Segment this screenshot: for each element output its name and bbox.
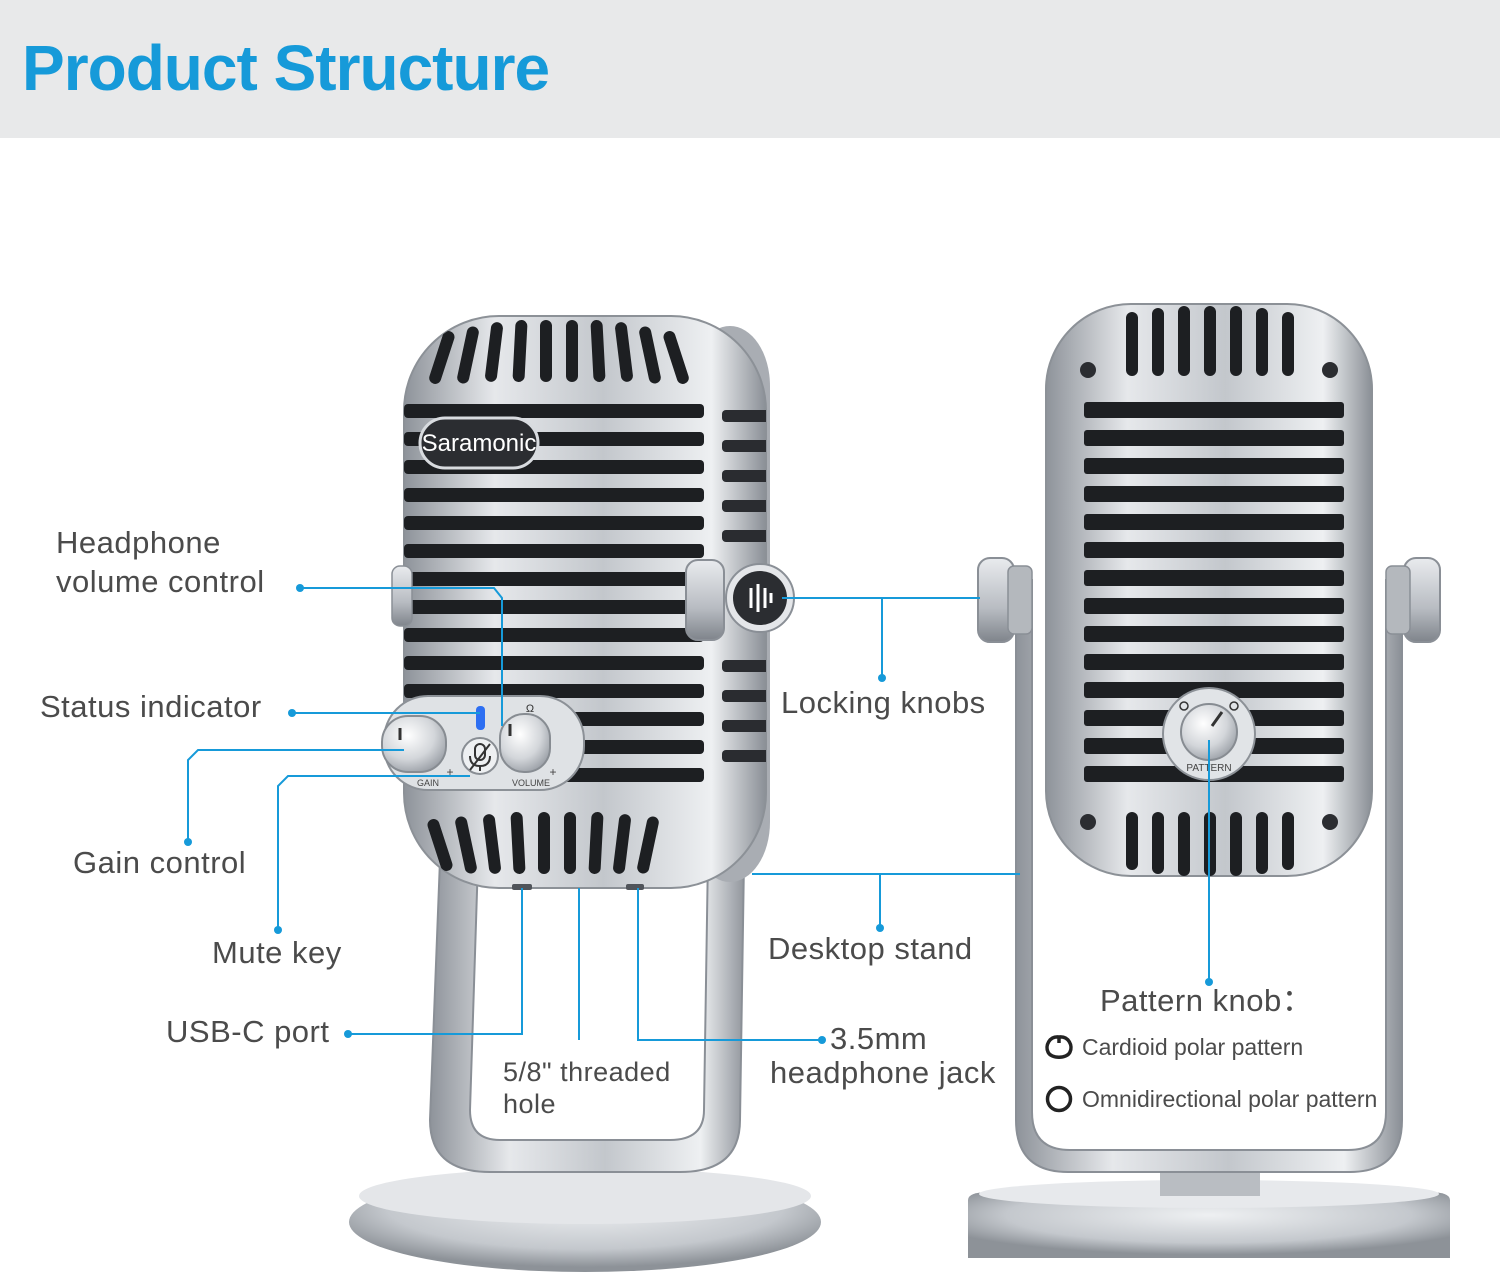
- callout-dots: [184, 584, 1213, 1044]
- cardioid-icon: [1045, 1035, 1073, 1059]
- label-usb-c-port: USB-C port: [166, 1014, 330, 1049]
- back-screws: [1080, 362, 1338, 830]
- legend-cardioid-label: Cardioid polar pattern: [1082, 1033, 1304, 1060]
- legend-omnidirectional-label: Omnidirectional polar pattern: [1082, 1085, 1378, 1112]
- back-grille: [1084, 306, 1344, 876]
- brand-logo-text: Saramonic: [422, 430, 537, 457]
- label-pattern-knob: Pattern knob：: [1100, 983, 1314, 1018]
- front-left-locking-knob[interactable]: [391, 565, 413, 627]
- headphone-symbol-icon: Ω: [526, 703, 534, 715]
- label-headphone-volume-line1: Headphone: [56, 525, 221, 560]
- label-threaded-hole-line1: 5/8" threaded: [503, 1057, 671, 1087]
- label-gain-control: Gain control: [73, 845, 247, 880]
- header-banner: Product Structure: [0, 0, 1500, 138]
- front-locking-knob[interactable]: [685, 559, 795, 641]
- status-led: [476, 706, 485, 730]
- front-microphone: Saramonic GAIN +: [349, 315, 821, 1272]
- microphone-icon: [469, 743, 491, 771]
- back-left-locking-knob[interactable]: [977, 557, 1033, 643]
- volume-panel-label: VOLUME: [512, 778, 550, 788]
- page-title: Product Structure: [22, 32, 550, 104]
- gain-knob[interactable]: [381, 715, 447, 773]
- label-desktop-stand: Desktop stand: [768, 931, 973, 966]
- label-locking-knobs: Locking knobs: [781, 685, 986, 720]
- gain-panel-label: GAIN: [417, 778, 439, 788]
- label-jack-line1: 3.5mm: [830, 1021, 928, 1056]
- label-jack-line2: headphone jack: [770, 1055, 996, 1090]
- label-status-indicator: Status indicator: [40, 689, 262, 724]
- label-threaded-hole-line2: hole: [503, 1089, 557, 1119]
- volume-plus: +: [549, 765, 556, 779]
- omnidirectional-icon: [1045, 1085, 1073, 1113]
- gain-plus: +: [446, 765, 453, 779]
- front-grille: [404, 320, 766, 874]
- label-mute-key: Mute key: [212, 935, 342, 970]
- pattern-knob[interactable]: PATTERN: [1162, 687, 1256, 781]
- brand-mark-icon: [749, 584, 773, 612]
- volume-knob[interactable]: [499, 713, 551, 773]
- back-right-locking-knob[interactable]: [1385, 557, 1441, 643]
- control-panel: GAIN + Ω VOLUME +: [381, 695, 585, 791]
- back-microphone: PATTERN: [968, 303, 1450, 1258]
- callout-lines: [187, 587, 1210, 1041]
- legend-omnidirectional: Omnidirectional polar pattern: [1044, 1084, 1377, 1114]
- mute-key-button[interactable]: [461, 737, 499, 775]
- label-headphone-volume-line2: volume control: [56, 564, 265, 599]
- legend-cardioid: Cardioid polar pattern: [1044, 1032, 1303, 1062]
- brand-badge: Saramonic: [418, 416, 540, 470]
- back-base: [968, 1192, 1450, 1258]
